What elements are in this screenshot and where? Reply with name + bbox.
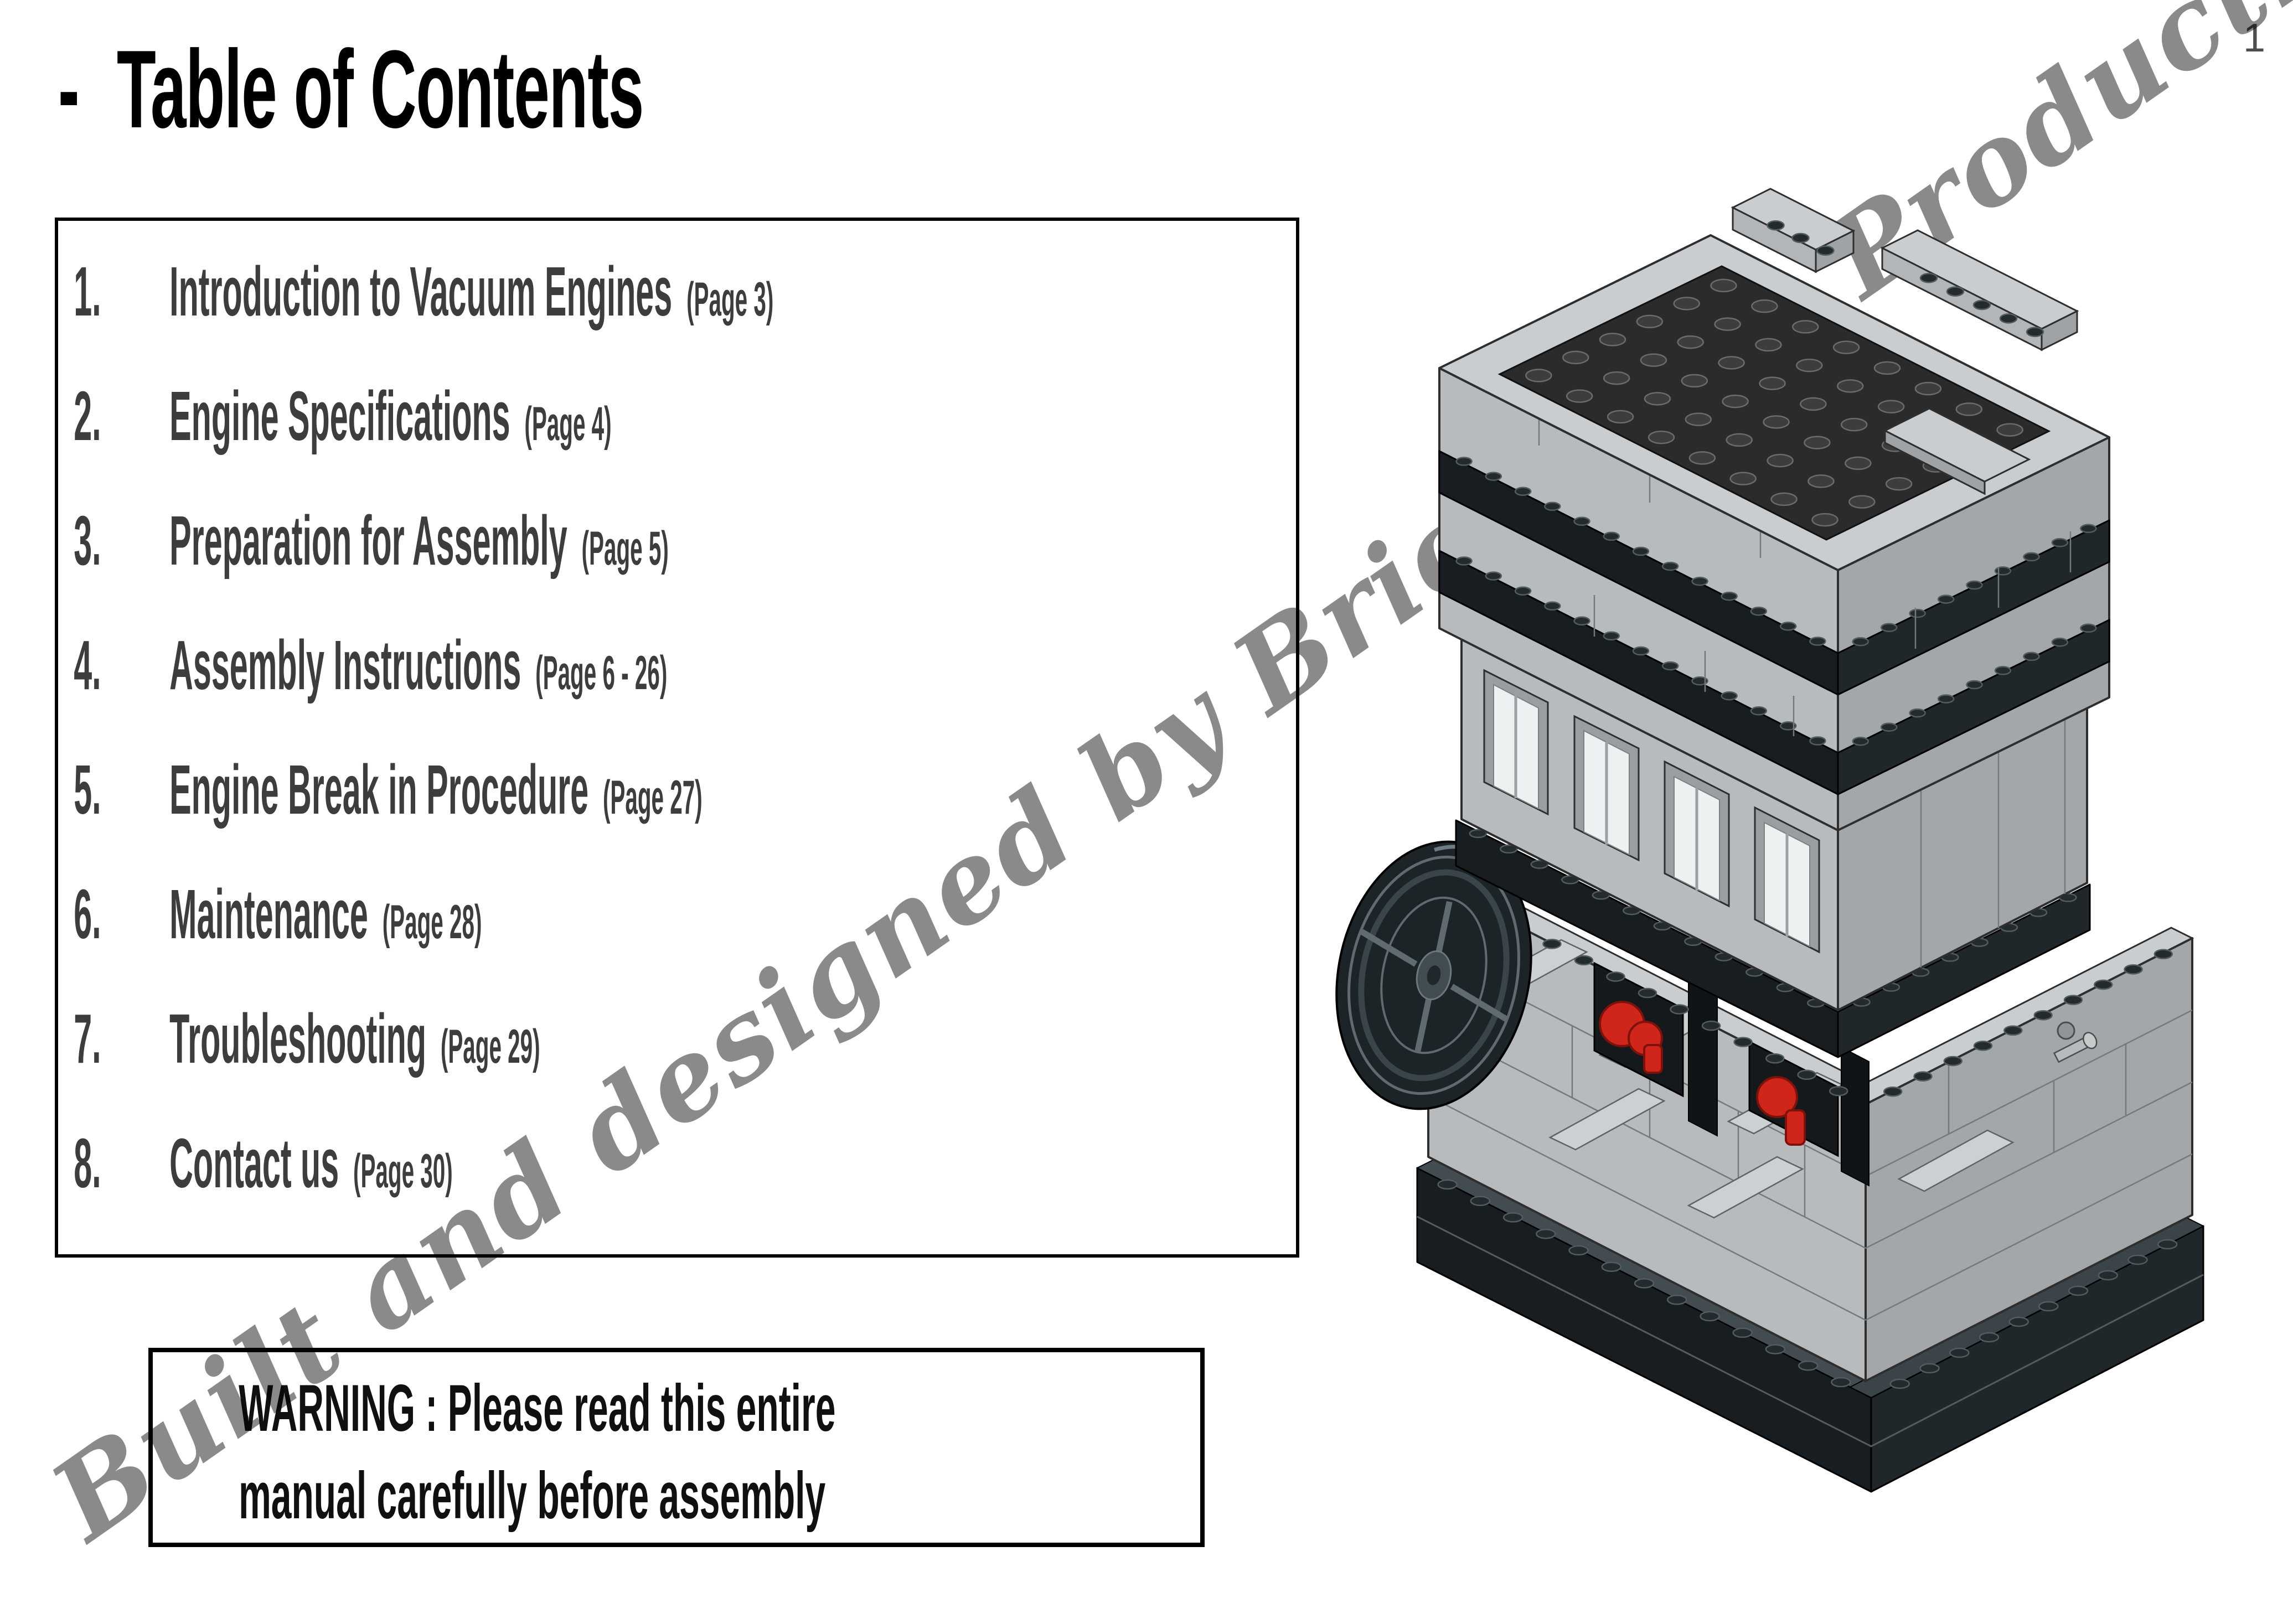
toc-item-label: Assembly Instructions: [169, 626, 521, 704]
toc-item-label: Troubleshooting: [169, 1000, 427, 1078]
toc-item-pageref: (Page 4): [524, 397, 612, 451]
toc-item-pageref: (Page 3): [686, 273, 774, 326]
window: [1754, 806, 1820, 954]
toc-item-number: 5.: [74, 751, 101, 829]
engine-crankcase: [1426, 868, 2194, 1382]
engine-illustration: [1335, 188, 2205, 1493]
toc-item-pageref: (Page 30): [353, 1145, 453, 1198]
toc-item: 6. Maintenance (Page 28): [58, 852, 1296, 976]
toc-item: 4. Assembly Instructions (Page 6 - 26): [58, 603, 1296, 727]
toc-item-pageref: (Page 28): [382, 896, 482, 949]
toc-item-number: 4.: [74, 626, 101, 704]
toc-item-pageref: (Page 29): [440, 1020, 540, 1073]
toc-item-number: 3.: [74, 501, 101, 580]
toc-item-label: Engine Specifications: [169, 377, 510, 455]
toc-item: 8. Contact us (Page 30): [58, 1101, 1296, 1225]
warning-box: WARNING : Please read this entire manual…: [148, 1348, 1205, 1547]
page-title: -Table of Contents: [58, 34, 644, 145]
toc-item-label: Preparation for Assembly: [169, 501, 567, 580]
toc-item-number: 8.: [74, 1124, 101, 1202]
window: [1483, 669, 1549, 816]
toc-item-label: Introduction to Vacuum Engines: [169, 252, 673, 330]
toc-item: 1. Introduction to Vacuum Engines (Page …: [58, 229, 1296, 354]
toc-item-label: Engine Break in Procedure: [169, 751, 589, 829]
toc-item-pageref: (Page 6 - 26): [535, 647, 668, 700]
toc-item-pageref: (Page 5): [581, 522, 669, 575]
warning-line2: manual carefully before assembly: [239, 1459, 826, 1533]
toc-item-label: Contact us: [169, 1124, 339, 1202]
toc-item-pageref: (Page 27): [602, 771, 703, 824]
toc-item: 2. Engine Specifications (Page 4): [58, 354, 1296, 478]
engine-back-plates: [1731, 188, 2079, 351]
title-bullet: -: [58, 28, 80, 151]
toc-item: 7. Troubleshooting (Page 29): [58, 976, 1296, 1101]
toc-item: 5. Engine Break in Procedure (Page 27): [58, 727, 1296, 852]
window: [1573, 715, 1640, 862]
toc-item-number: 2.: [74, 377, 101, 455]
engine-base: [1416, 1156, 2205, 1493]
engine-head: [1438, 234, 2110, 831]
toc-item-number: 6.: [74, 875, 101, 953]
window: [1664, 760, 1730, 908]
page-number: 1: [2243, 16, 2266, 60]
toc-item-label: Maintenance: [169, 875, 368, 953]
toc-box: 1. Introduction to Vacuum Engines (Page …: [55, 218, 1299, 1258]
toc-item: 3. Preparation for Assembly (Page 5): [58, 478, 1296, 603]
engine-window-section: [1460, 635, 2088, 1011]
title-text: Table of Contents: [116, 28, 644, 151]
toc-item-number: 7.: [74, 1000, 101, 1078]
warning-line1: WARNING : Please read this entire: [239, 1371, 836, 1445]
flywheel: [1335, 840, 1532, 1110]
toc-item-number: 1.: [74, 252, 101, 330]
